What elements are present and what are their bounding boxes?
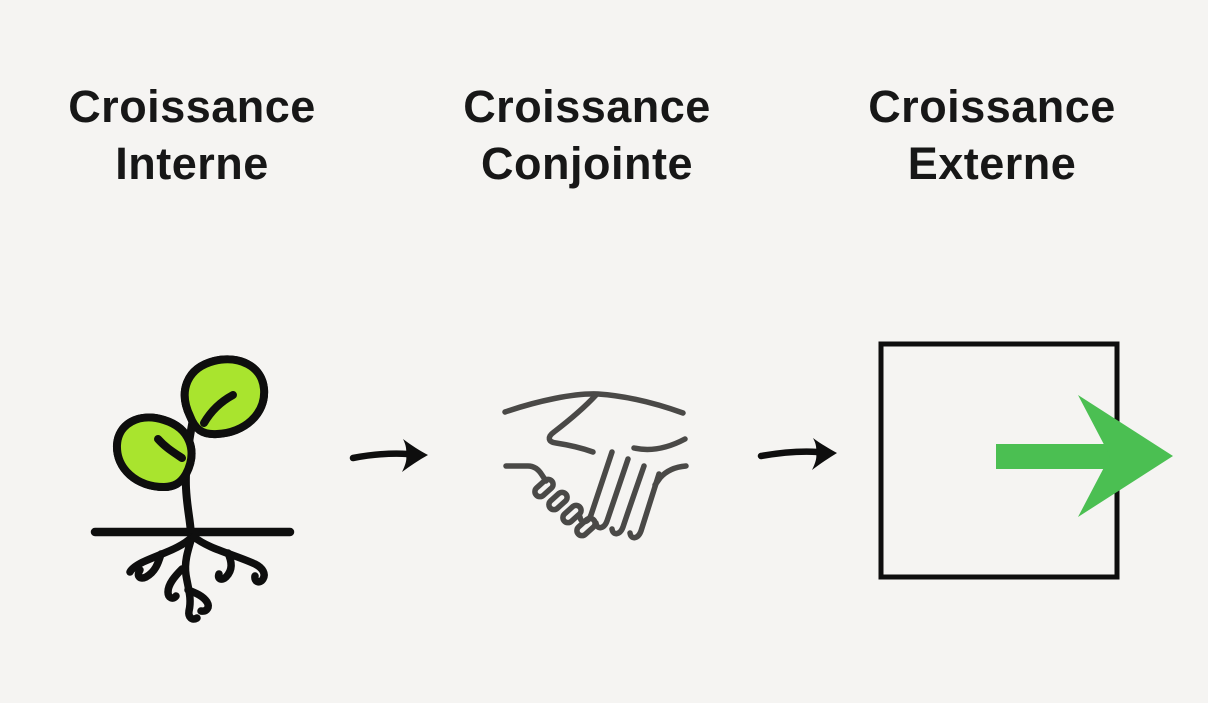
box-exit-arrow-icon	[878, 341, 1173, 580]
arrow-right-icon	[349, 439, 428, 472]
arrow-right-icon	[757, 438, 837, 470]
roots	[126, 533, 268, 623]
title-line: Croissance	[463, 81, 711, 132]
title-line: Interne	[115, 138, 269, 189]
seedling-icon	[90, 355, 295, 623]
title-line: Externe	[907, 138, 1077, 189]
green-exit-arrow	[996, 395, 1173, 517]
column-title-externe: Croissance Externe	[822, 78, 1162, 192]
leaf-vein	[154, 435, 186, 462]
title-line: Croissance	[868, 81, 1116, 132]
title-line: Croissance	[68, 81, 316, 132]
handshake-icon	[502, 391, 689, 541]
leaf-right	[180, 355, 269, 439]
column-title-conjointe: Croissance Conjointe	[417, 78, 757, 192]
column-title-interne: Croissance Interne	[22, 78, 362, 192]
title-line: Conjointe	[481, 138, 693, 189]
knuckles	[532, 476, 598, 539]
leaf-vein	[200, 391, 237, 427]
leaf-left	[113, 413, 196, 491]
